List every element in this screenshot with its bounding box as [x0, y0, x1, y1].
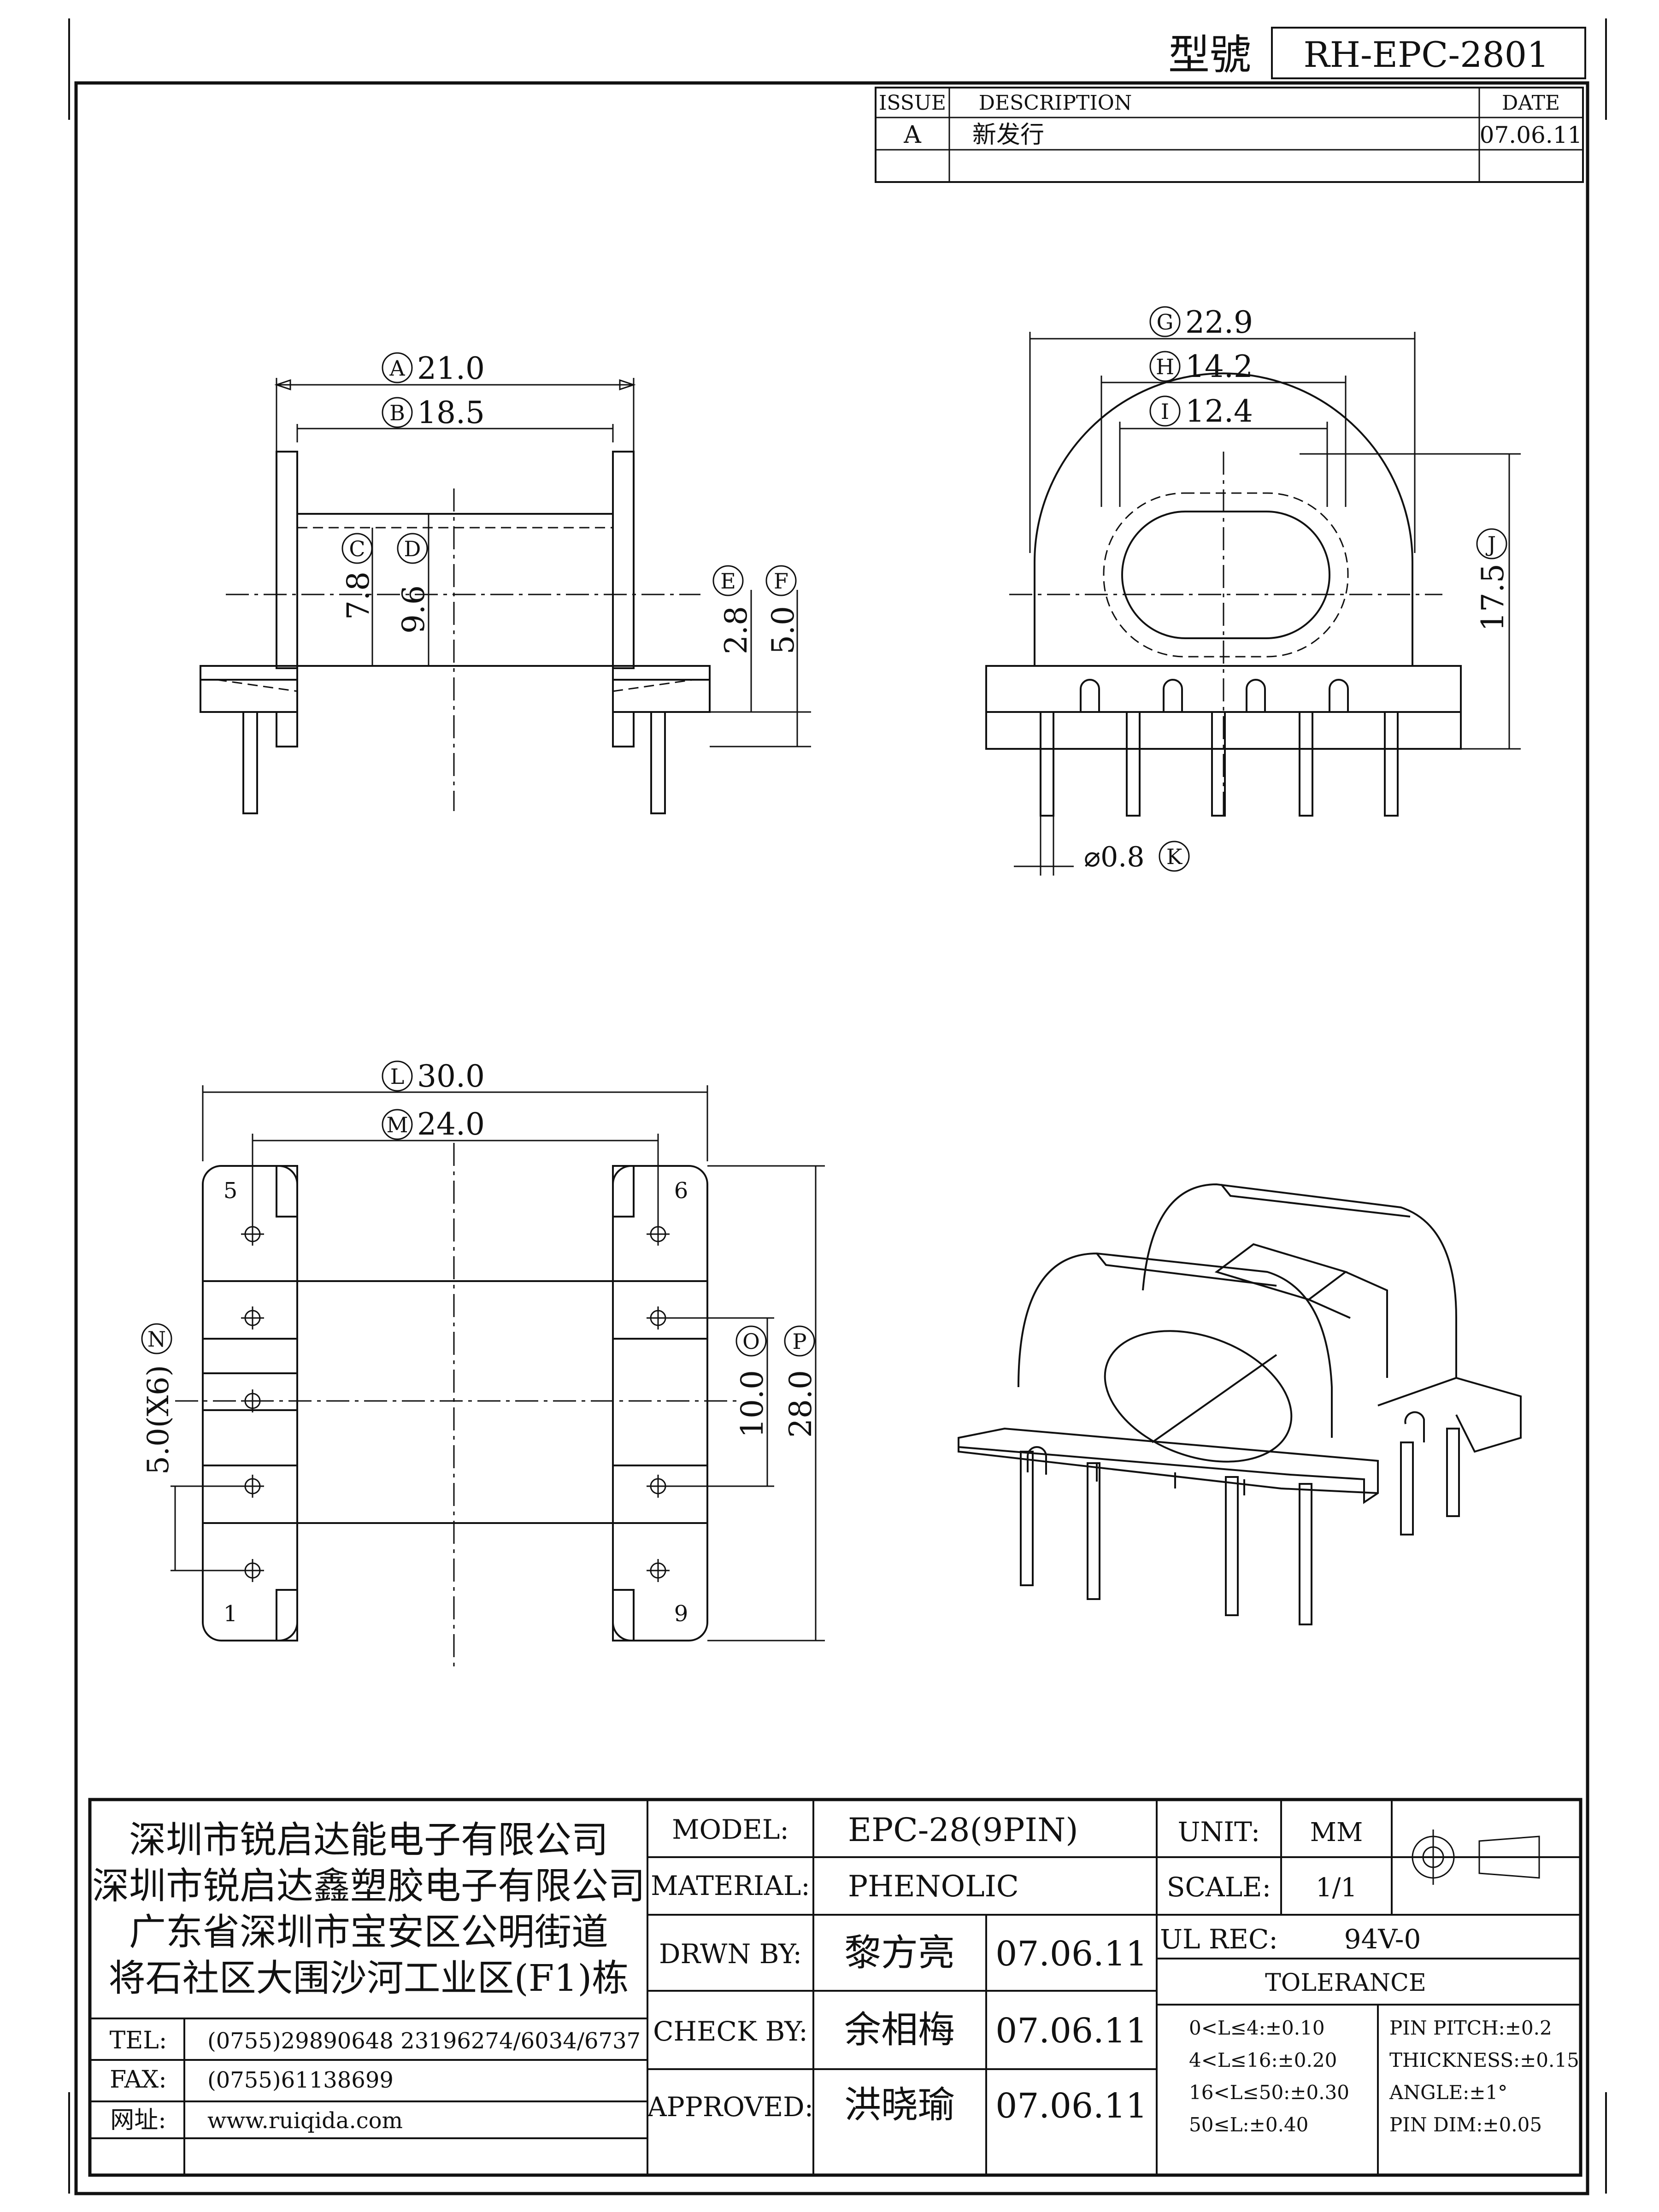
tel-label: TEL: — [110, 2027, 167, 2054]
pin-label-9: 9 — [674, 1601, 688, 1627]
tolerance-right-3: ANGLE:±1° — [1389, 2081, 1507, 2104]
bottom-view: 5 6 1 9 L 30.0 M 24.0 N 5.0(X6) O 10.0 P… — [141, 1059, 825, 1668]
scale-label: SCALE: — [1167, 1871, 1271, 1903]
svg-text:P: P — [793, 1329, 807, 1354]
dim-b-value: 18.5 — [417, 395, 485, 430]
model-number-header: 型號 RH-EPC-2801 — [1168, 27, 1586, 79]
rev-row-issue: A — [903, 121, 922, 149]
rev-col-issue: ISSUE — [879, 91, 946, 115]
material-label: MATERIAL: — [651, 1870, 810, 1901]
svg-text:G: G — [1157, 310, 1174, 335]
svg-text:A: A — [389, 356, 405, 381]
pin-holes — [241, 1223, 670, 1582]
dim-j-value: 17.5 — [1475, 564, 1511, 631]
dim-f-value: 5.0 — [765, 606, 801, 654]
dim-a-value: 21.0 — [417, 351, 485, 386]
check-label: CHECK BY: — [653, 2016, 808, 2047]
approved-date: 07.06.11 — [995, 2086, 1147, 2126]
drawn-date: 07.06.11 — [995, 1934, 1147, 1974]
web-value: www.ruiqida.com — [207, 2108, 403, 2134]
company-line-1: 深圳市锐启达能电子有限公司 — [129, 1818, 608, 1861]
corner-marks — [68, 18, 1607, 2194]
dim-d-value: 9.6 — [396, 585, 431, 634]
unit-label: UNIT: — [1178, 1816, 1260, 1847]
tolerance-left-1: 0<L≤4:±0.10 — [1189, 2017, 1325, 2039]
tolerance-left-2: 4<L≤16:±0.20 — [1189, 2049, 1337, 2071]
approved-name: 洪晓瑜 — [844, 2083, 955, 2126]
tolerance-right-2: THICKNESS:±0.15 — [1389, 2049, 1579, 2071]
svg-text:K: K — [1166, 844, 1183, 869]
tolerance-right-4: PIN DIM:±0.05 — [1389, 2113, 1542, 2136]
material-value: PHENOLIC — [848, 1870, 1019, 1904]
svg-text:J: J — [1486, 532, 1496, 557]
company-line-4: 将石社区大围沙河工业区(F1)栋 — [109, 1957, 629, 2000]
title-block: 深圳市锐启达能电子有限公司 深圳市锐启达鑫塑胶电子有限公司 广东省深圳市宝安区公… — [88, 1798, 1583, 2177]
dim-h-value: 14.2 — [1185, 349, 1253, 384]
dim-o-value: 10.0 — [735, 1370, 770, 1438]
rev-row-description: 新发行 — [972, 121, 1044, 149]
fax-value: (0755)61138699 — [207, 2067, 394, 2093]
model-value: EPC-28(9PIN) — [848, 1811, 1078, 1849]
ul-label: UL REC: — [1160, 1924, 1278, 1955]
projection-symbol — [1406, 1830, 1551, 1885]
scale-value: 1/1 — [1316, 1873, 1357, 1903]
dim-l-value: 30.0 — [417, 1059, 485, 1094]
model-number-box — [1271, 27, 1586, 79]
dim-g-value: 22.9 — [1185, 305, 1253, 340]
fax-label: FAX: — [110, 2066, 167, 2094]
sheet-border — [74, 81, 1589, 2195]
drawn-label: DRWN BY: — [659, 1938, 802, 1970]
dim-i-value: 12.4 — [1185, 394, 1253, 429]
model-label: MODEL: — [672, 1814, 789, 1845]
svg-text:N: N — [147, 1327, 166, 1352]
side-view: G 22.9 H 14.2 I 12.4 J 17.5 ⌀0.8 K — [985, 305, 1521, 876]
unit-value: MM — [1310, 1818, 1363, 1847]
dim-n-value: 5.0(X6) — [141, 1365, 176, 1475]
drawn-name: 黎方亮 — [844, 1931, 955, 1974]
svg-text:C: C — [349, 536, 365, 561]
rev-col-description: DESCRIPTION — [979, 91, 1132, 115]
svg-text:B: B — [389, 400, 405, 425]
approved-label: APPROVED: — [647, 2091, 813, 2123]
svg-text:D: D — [404, 536, 421, 561]
tel-value: (0755)29890648 23196274/6034/6737 — [207, 2028, 641, 2054]
model-header-label: 型號 — [1168, 31, 1251, 79]
tolerance-label: TOLERANCE — [1265, 1969, 1426, 1997]
company-line-3: 广东省深圳市宝安区公明街道 — [129, 1911, 608, 1953]
svg-text:F: F — [774, 569, 788, 594]
web-label: 网址: — [110, 2106, 166, 2134]
dim-e-value: 2.8 — [718, 606, 754, 654]
pin-label-1: 1 — [224, 1601, 238, 1627]
svg-text:O: O — [742, 1329, 760, 1354]
company-line-2: 深圳市锐启达鑫塑胶电子有限公司 — [92, 1865, 645, 1907]
front-view: A 21.0 B 18.5 C D 7.8 9.6 E F 2.8 5.0 — [200, 351, 811, 814]
revision-table: ISSUE DESCRIPTION DATE A 新发行 07.06.11 — [875, 87, 1584, 183]
dim-m-value: 24.0 — [417, 1106, 485, 1142]
check-name: 余相梅 — [844, 2008, 955, 2051]
svg-text:M: M — [386, 1112, 408, 1137]
ul-value: 94V-0 — [1344, 1924, 1421, 1955]
check-date: 07.06.11 — [995, 2011, 1147, 2051]
dim-p-value: 28.0 — [783, 1370, 818, 1438]
tolerance-left-3: 16<L≤50:±0.30 — [1189, 2081, 1349, 2104]
rev-col-date: DATE — [1502, 91, 1560, 115]
tolerance-left-4: 50≤L:±0.40 — [1189, 2113, 1308, 2136]
dim-k-value: ⌀0.8 — [1084, 841, 1145, 873]
dim-c-value: 7.8 — [341, 571, 376, 620]
model-number-value: RH-EPC-2801 — [1303, 34, 1549, 75]
tolerance-right-1: PIN PITCH:±0.2 — [1389, 2017, 1552, 2039]
pin-label-5: 5 — [224, 1178, 238, 1204]
svg-text:E: E — [720, 569, 736, 594]
svg-text:I: I — [1161, 399, 1169, 424]
svg-text:L: L — [390, 1064, 405, 1089]
pin-label-6: 6 — [674, 1178, 688, 1204]
isometric-view — [958, 1183, 1522, 1625]
rev-row-date: 07.06.11 — [1480, 122, 1583, 148]
svg-text:H: H — [1156, 354, 1174, 379]
